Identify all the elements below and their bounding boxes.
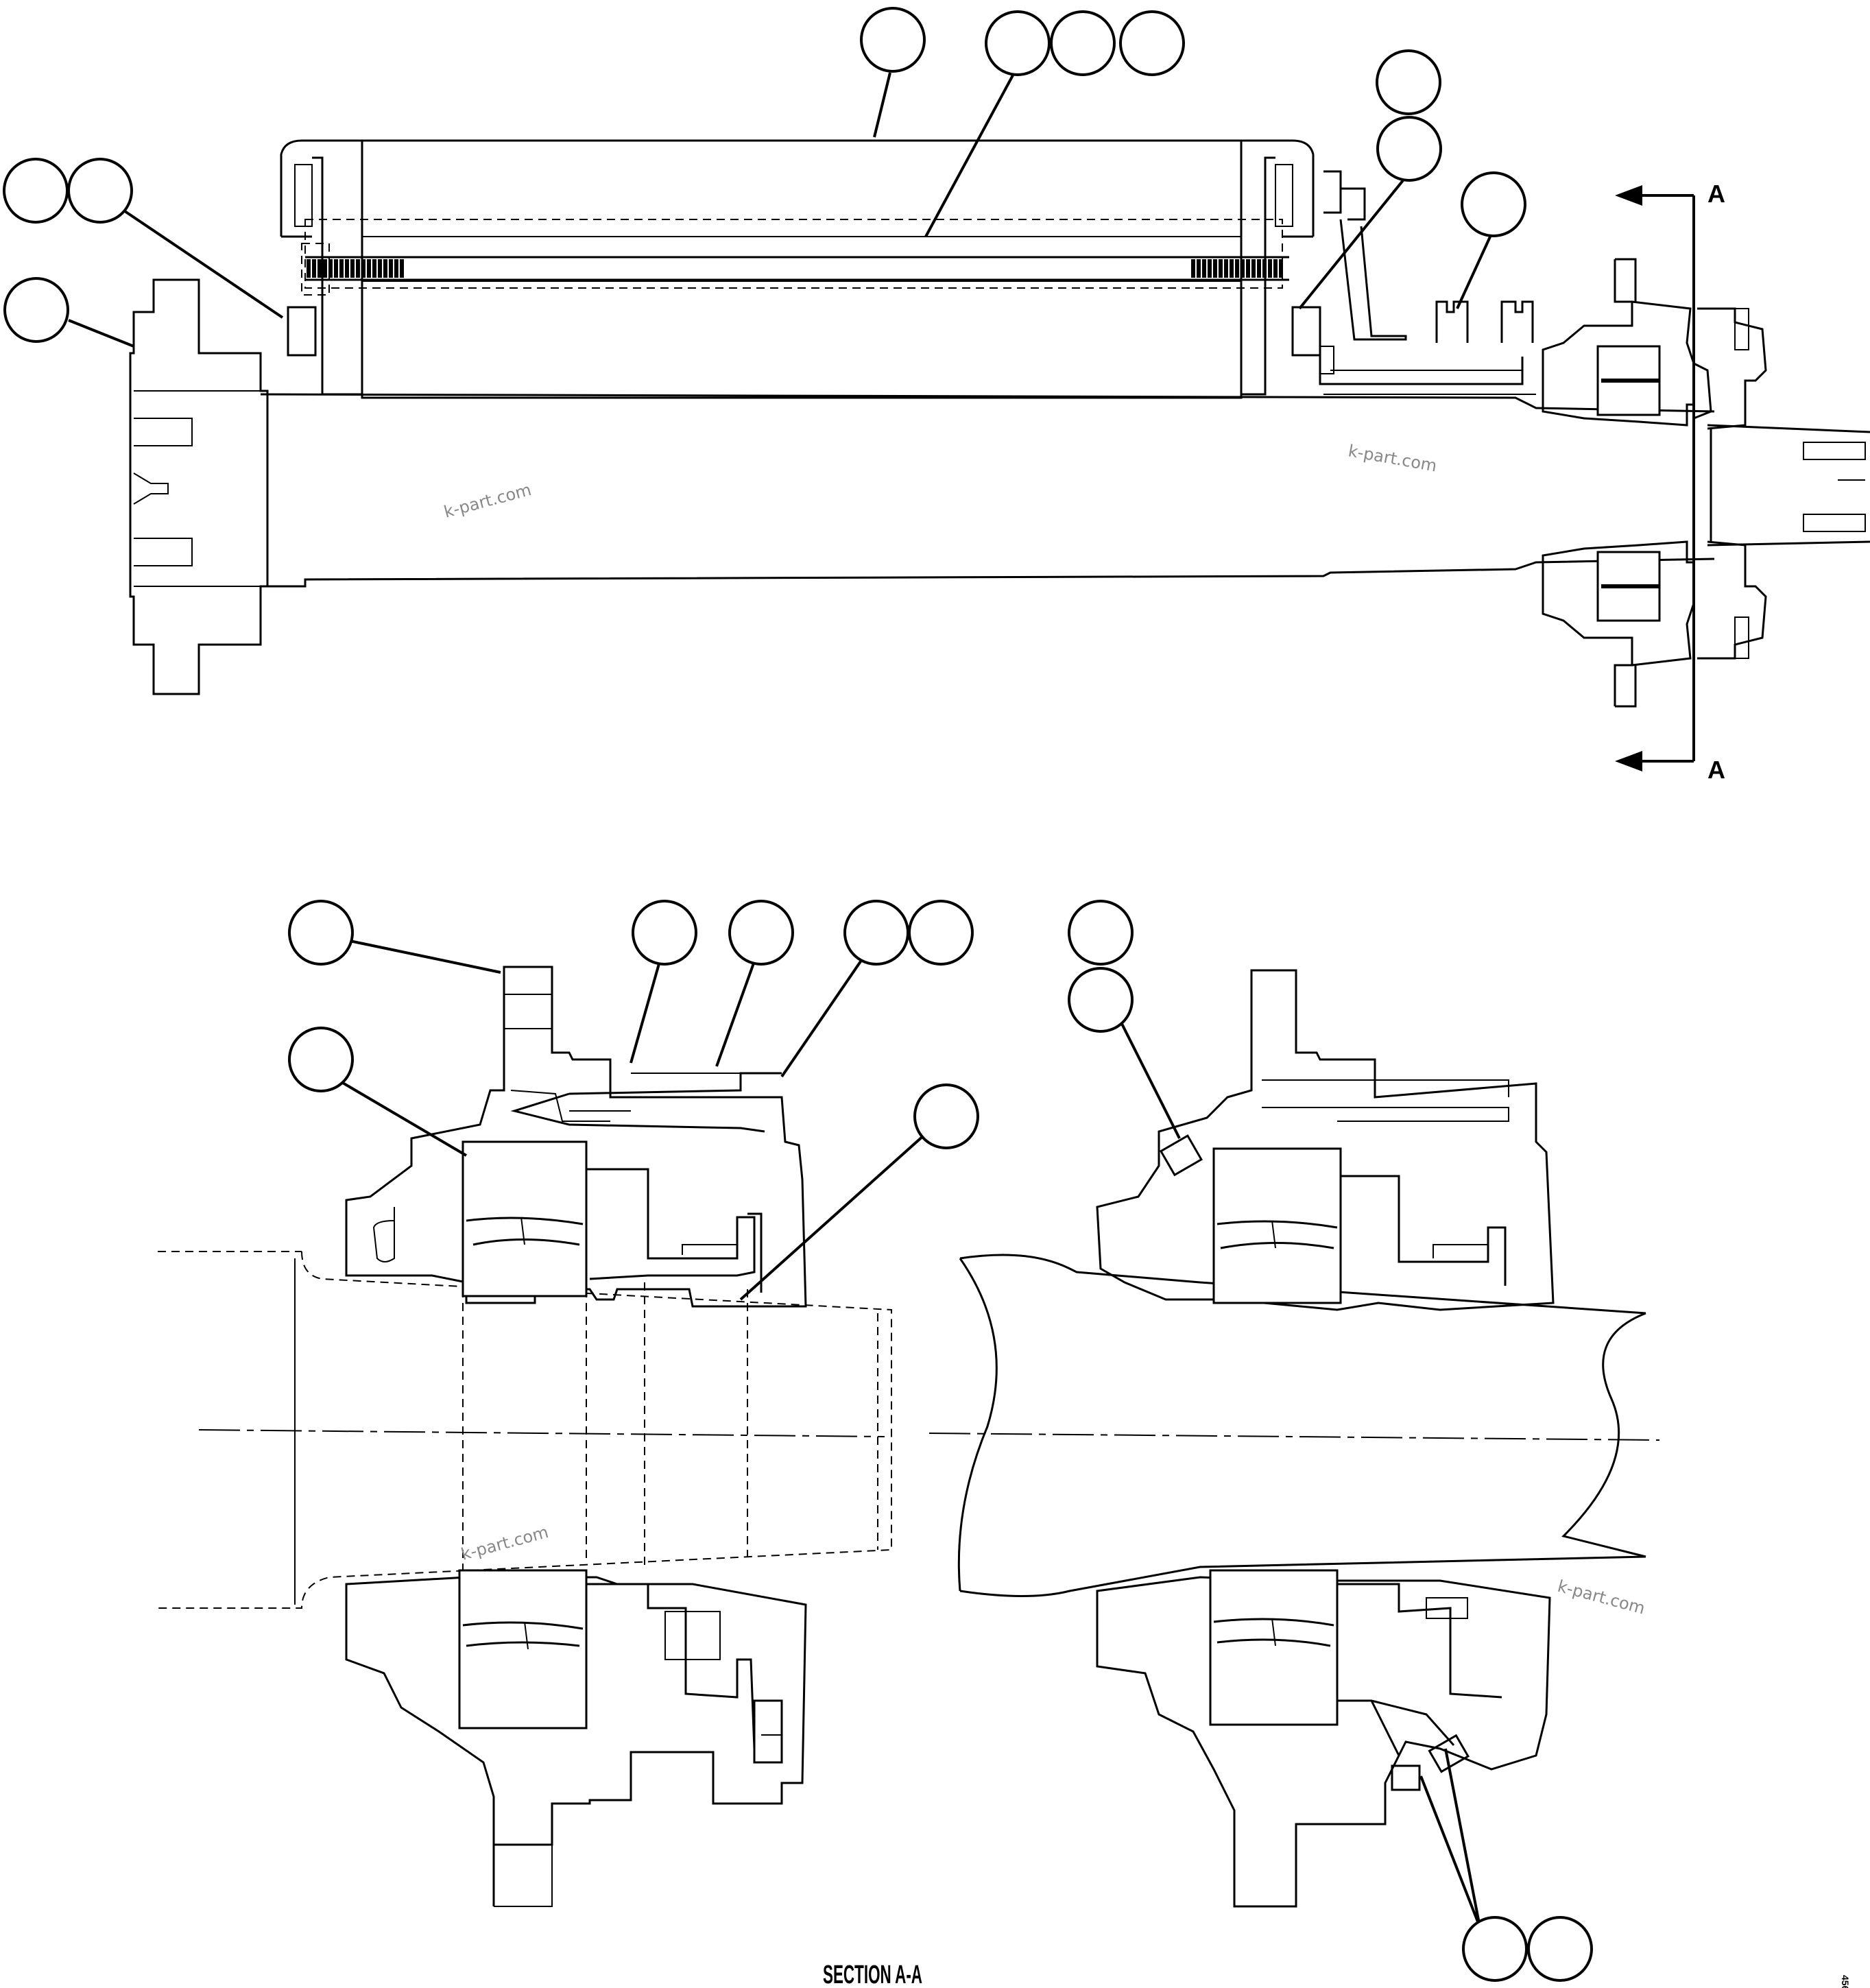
callout-leaders: [68, 72, 1496, 1928]
watermark: k-part.com: [459, 1522, 550, 1564]
callout-balloon: [3, 277, 69, 343]
callout-balloon: [1068, 900, 1134, 966]
right-section-view: k-part.com: [928, 969, 1660, 1908]
callout-balloon: [1068, 967, 1134, 1033]
callout-balloon: [1461, 171, 1526, 237]
callout-balloon: [1527, 1916, 1593, 1982]
section-letter-top: A: [1707, 180, 1725, 208]
callout-balloon: [288, 900, 354, 966]
callout-balloon: [288, 1027, 354, 1092]
upper-bearing-housing: [345, 966, 807, 1308]
callout-balloons: [3, 7, 1593, 1982]
callout-balloon: [1050, 10, 1116, 76]
callout-balloon: [632, 900, 697, 966]
callout-balloon: [1462, 1916, 1528, 1982]
sensor-block: [1435, 300, 1534, 343]
callout-balloon: [67, 158, 133, 224]
callout-balloon: [728, 900, 794, 966]
callout-balloon: [908, 900, 974, 966]
section-title: SECTION A-A: [823, 1961, 922, 1988]
main-shaft: [260, 393, 1715, 588]
callout-balloon: [1119, 10, 1185, 76]
callout-balloon: [860, 7, 926, 73]
drawing-id: 45664: [1840, 1975, 1851, 1988]
callout-balloon: [3, 158, 69, 224]
section-a-a-view: k-part.com: [158, 966, 892, 1907]
section-letter-bottom: A: [1707, 756, 1725, 784]
callout-balloon: [913, 1083, 979, 1149]
watermark: k-part.com: [442, 480, 533, 522]
tie-rod: [301, 243, 1289, 296]
callout-balloon: [843, 900, 909, 966]
roller-drum: [280, 139, 1315, 237]
top-view-assembly: A A k-part.com k-part.com: [129, 139, 1870, 784]
left-end-flange: [129, 278, 269, 695]
section-line-a-a: A A: [1615, 180, 1725, 784]
right-bearing-housing: [1542, 258, 1870, 708]
callout-balloon: [1376, 116, 1442, 182]
callout-balloon: [1376, 49, 1441, 115]
watermark: k-part.com: [1555, 1577, 1646, 1618]
watermark: k-part.com: [1347, 441, 1439, 475]
callout-balloon: [985, 10, 1051, 76]
